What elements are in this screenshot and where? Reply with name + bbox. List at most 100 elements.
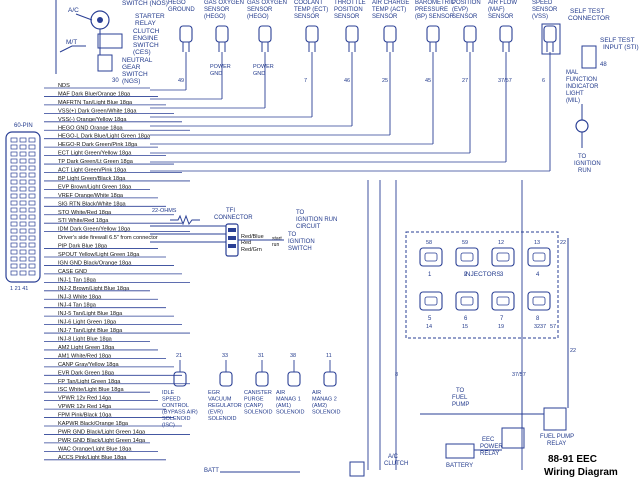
sensor-icon [258,25,272,43]
sensor-icon [499,25,513,43]
connector-pin [28,263,36,269]
wire-row: INJ-6 Light Green 18ga [44,320,182,326]
wire-label: Driver's side firewall 6.5" from connect… [58,235,158,241]
self-test-group: SELF TEST CONNECTOR SELF TEST INPUT (STI… [541,8,639,174]
injector-number: 4 [536,272,540,278]
connector-pin [10,270,18,276]
injector-plug [496,296,510,306]
nos-switch-center [97,17,103,23]
wire-label: IDM Dark Green/Yellow 18ga [58,227,131,233]
run-label: run [272,242,279,248]
connector-pin [28,249,36,255]
sensor-icon [383,25,397,43]
connector-pin [10,249,18,255]
injector-icon [491,247,515,267]
connector-pin [19,256,27,262]
connector-pin [19,165,27,171]
injector-number: 7 [500,316,504,322]
engine-label: ENGINE [133,35,159,42]
self-test-input-1: SELF TEST [600,37,635,44]
connector-pin [10,235,18,241]
pins-3757: 37/57 [512,372,526,378]
connector-pin [10,144,18,150]
sensor-label: SENSOR [372,14,398,20]
connector-pin [28,165,36,171]
wire-row: AM2 Light Green 18ga [44,345,158,351]
sensor-label: COOLANT [294,0,323,6]
injector-plug [424,252,438,262]
injector-icon [455,247,479,267]
actuator-label: IDLE [162,390,175,396]
wire-row: INJ-3 White 18ga [44,294,158,300]
actuator-pin: 21 [176,353,182,359]
wire-row: PWR GND Black/Light Green 14ga [44,438,150,444]
actuator-label: AIR [276,390,285,396]
connector-pin [28,151,36,157]
mil-to-3: RUN [578,168,591,174]
wire-label: MAF Dark Blue/Orange 18ga [58,91,131,97]
sensor-label: (BP) SENSOR [415,14,455,20]
wire-row: PIP Dark Blue 18ga [44,244,158,250]
wire-row: BP Light Green/Black 18ga [44,176,190,182]
wire-label: INJ-6 Light Green 18ga [58,320,117,326]
connector-label: 60-PIN [14,123,33,129]
red-blue-label: Red/Blue [241,234,264,240]
actuator-pin: 31 [258,353,264,359]
wire-label: ACCS Pink/Light Blue 18ga [58,455,127,461]
connector-pin [10,228,18,234]
sensor-icon [179,25,193,43]
wire-label: HEGO GND Orange 18ga [58,125,124,131]
injector-number: 8 [536,316,540,322]
wire-label: WAC Orange/Light Blue 18ga [58,446,132,452]
wire-label: AM2 Light Green 18ga [58,345,115,351]
sensor-sub-label: GND [253,71,265,77]
wire-label: VREF Orange/White 18ga [58,193,124,199]
tfi-connector-label: CONNECTOR [214,215,253,221]
connector-pin [28,242,36,248]
actuator-label: (BYPASS AIR) [162,410,198,416]
connector-pin [10,137,18,143]
wire-row: MAF Dark Blue/Orange 18ga [44,91,158,97]
wire-label: SIG RTN Black/White 18ga [58,201,127,207]
connector-pin [19,221,27,227]
mil-to-2: IGNITION [574,161,601,167]
connector-pin [28,235,36,241]
wire-row: EVP Brown/Light Green 18ga [44,184,150,190]
sensor-label: (EVP) [452,7,468,13]
wire-row: INJ-5 Tan/Light Blue 18ga [44,311,174,317]
injector-icon [419,291,443,311]
actuator-label: SOLENOID [276,410,304,416]
wire-row: FP Tan/Light Green 18ga [44,379,190,385]
connector-pin [10,165,18,171]
wire-label: VPWR 12v Red 14ga [58,396,112,402]
actuator-label: (ISC) [162,423,175,429]
wire-label: ISC White/Light Blue 18ga [58,387,124,393]
sensor-label: PRESSURE [415,7,448,13]
wire-label: HEGO-R Dark Green/Pink 18ga [58,142,138,148]
sensor-label: SENSOR [334,14,360,20]
sensor-label: GAS OXYGEN [204,0,244,6]
injector-number: 1 [428,272,432,278]
tfi-label: TFI [226,208,235,214]
connector-pin [28,214,36,220]
mt-wire [59,45,86,53]
mil-line-5: (MIL) [566,98,580,104]
wire-label: KAPWR Black/Orange 18ga [58,421,129,427]
ac-clutch-2: CLUTCH [384,461,408,467]
diagram-title-line1: 88-91 EEC [548,454,597,465]
connector-pin [19,263,27,269]
wire-row: INJ-7 Tan/Light Blue 18ga [44,328,190,334]
sensor-label: SENSOR [452,14,478,20]
sensor-pin: 37/57 [498,78,512,84]
diagram-title-line2: Wiring Diagram [544,467,618,478]
wire-row: FPM Pink/Black 10ga [44,413,174,419]
sensor-label: (HEGO) [204,14,226,20]
injector-icon [491,291,515,311]
connector-pin [28,193,36,199]
